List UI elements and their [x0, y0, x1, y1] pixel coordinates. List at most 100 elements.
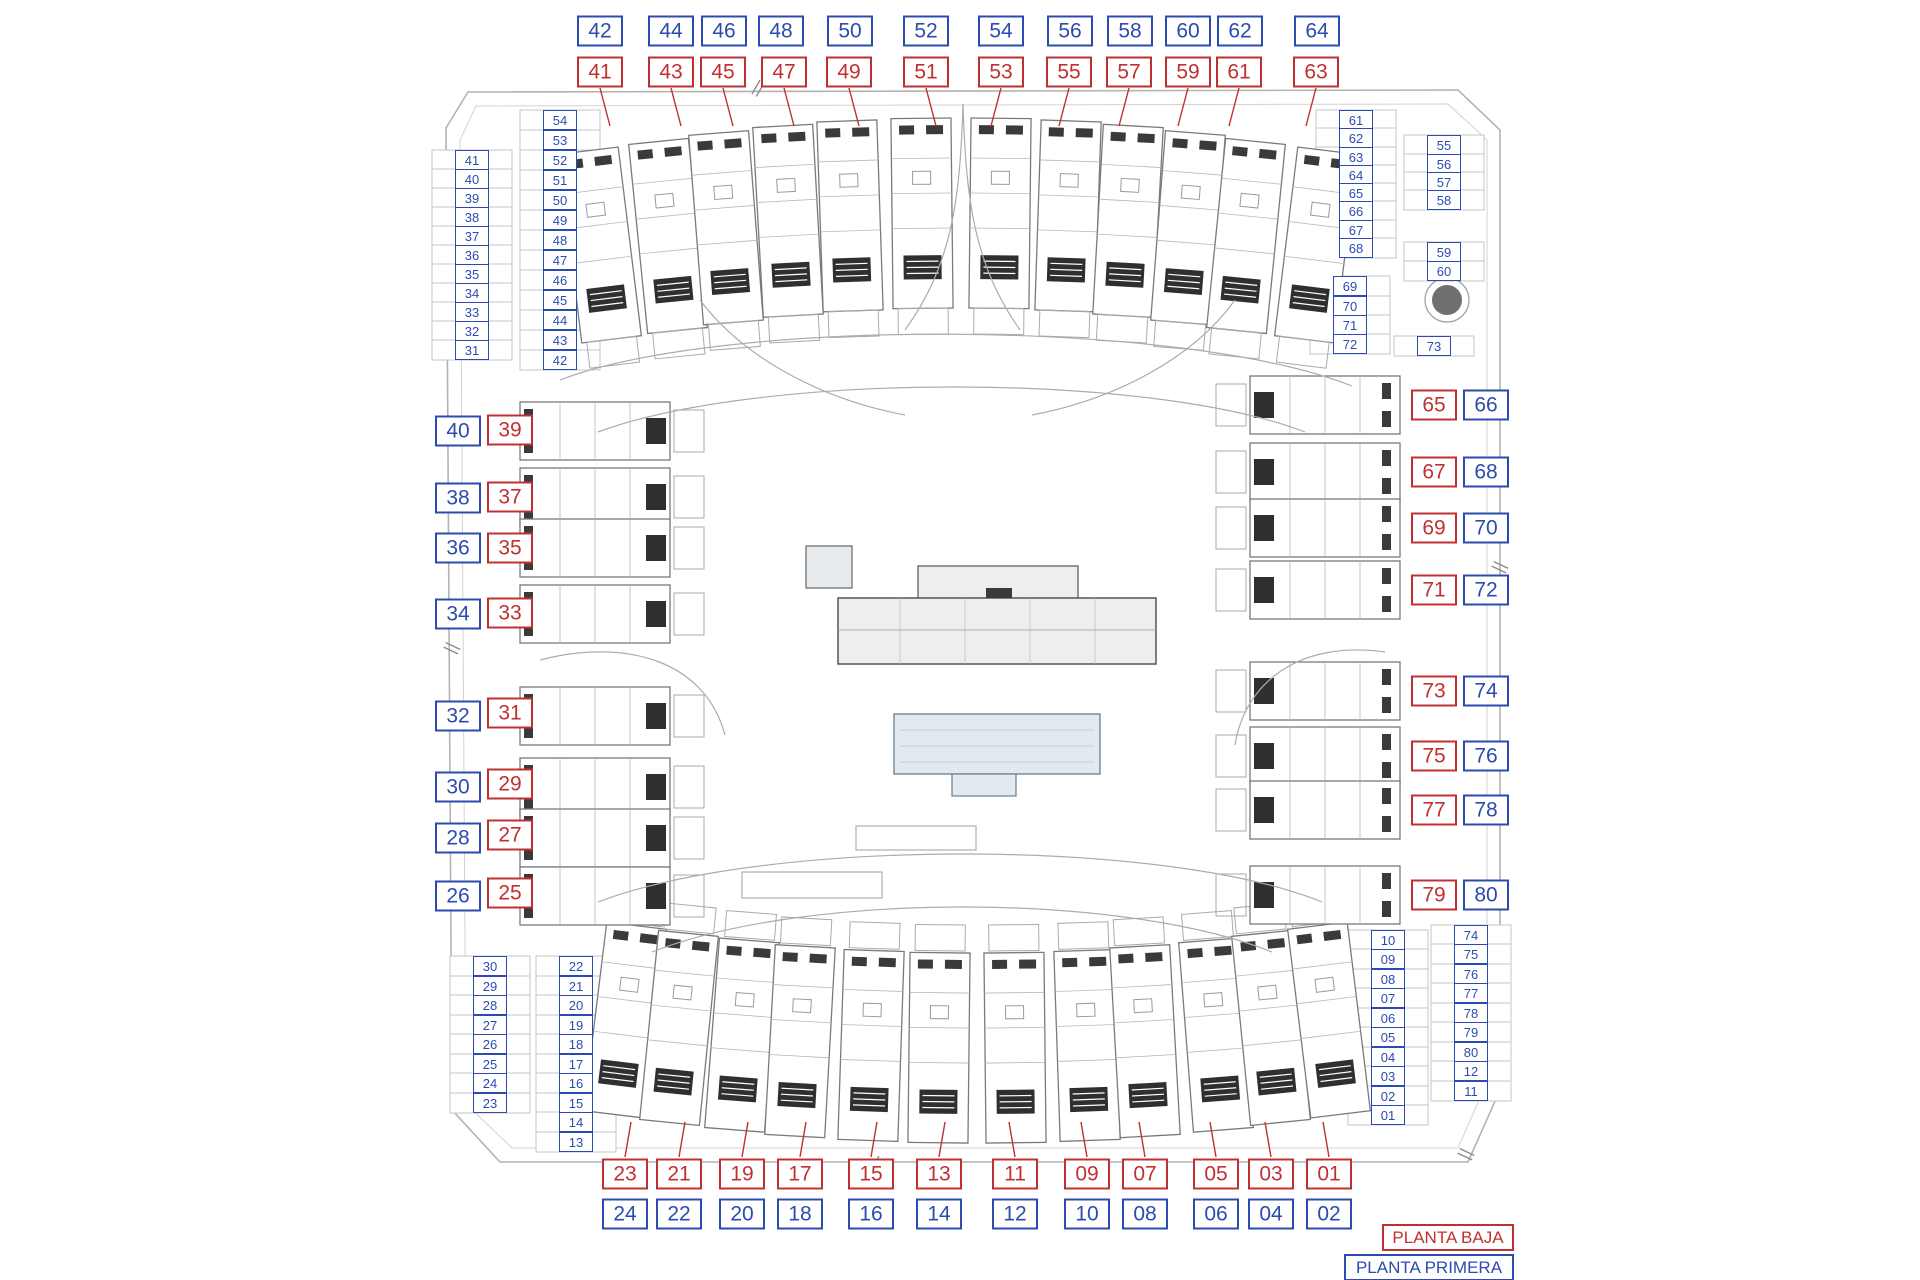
unit-marker-33[interactable]: 33: [487, 597, 533, 629]
unit-marker-36[interactable]: 36: [435, 532, 481, 564]
unit-marker-19[interactable]: 19: [719, 1158, 765, 1190]
unit-marker-31[interactable]: 31: [487, 697, 533, 729]
unit-marker-75[interactable]: 75: [1411, 740, 1457, 772]
unit-marker-74[interactable]: 74: [1463, 675, 1509, 707]
unit-marker-52[interactable]: 52: [903, 15, 949, 47]
unit-marker-45[interactable]: 45: [700, 56, 746, 88]
parking-space-57: 57: [1427, 172, 1461, 192]
unit-marker-18[interactable]: 18: [777, 1198, 823, 1230]
unit-marker-05[interactable]: 05: [1193, 1158, 1239, 1190]
unit-marker-59[interactable]: 59: [1165, 56, 1211, 88]
unit-marker-57[interactable]: 57: [1106, 56, 1152, 88]
unit-marker-37[interactable]: 37: [487, 481, 533, 513]
building-unit: [983, 923, 1047, 1144]
unit-marker-10[interactable]: 10: [1064, 1198, 1110, 1230]
unit-marker-77[interactable]: 77: [1411, 794, 1457, 826]
unit-marker-68[interactable]: 68: [1463, 456, 1509, 488]
unit-marker-02[interactable]: 02: [1306, 1198, 1352, 1230]
unit-marker-20[interactable]: 20: [719, 1198, 765, 1230]
unit-marker-34[interactable]: 34: [435, 598, 481, 630]
building-unit: [1053, 921, 1121, 1143]
unit-marker-65[interactable]: 65: [1411, 389, 1457, 421]
unit-marker-56[interactable]: 56: [1047, 15, 1093, 47]
unit-marker-24[interactable]: 24: [602, 1198, 648, 1230]
parking-space-68: 68: [1339, 238, 1373, 258]
unit-marker-30[interactable]: 30: [435, 771, 481, 803]
unit-marker-47[interactable]: 47: [761, 56, 807, 88]
unit-marker-76[interactable]: 76: [1463, 740, 1509, 772]
unit-marker-58[interactable]: 58: [1107, 15, 1153, 47]
unit-marker-01[interactable]: 01: [1306, 1158, 1352, 1190]
building-unit: [1092, 123, 1164, 344]
parking-space-20: 20: [559, 995, 593, 1015]
unit-marker-49[interactable]: 49: [826, 56, 872, 88]
unit-marker-38[interactable]: 38: [435, 482, 481, 514]
legend-planta-primera: PLANTA PRIMERA: [1344, 1254, 1514, 1280]
unit-marker-25[interactable]: 25: [487, 877, 533, 909]
unit-marker-28[interactable]: 28: [435, 822, 481, 854]
unit-marker-48[interactable]: 48: [758, 15, 804, 47]
unit-marker-80[interactable]: 80: [1463, 879, 1509, 911]
unit-marker-44[interactable]: 44: [648, 15, 694, 47]
unit-marker-39[interactable]: 39: [487, 414, 533, 446]
unit-marker-15[interactable]: 15: [848, 1158, 894, 1190]
parking-space-29: 29: [473, 976, 507, 996]
unit-marker-06[interactable]: 06: [1193, 1198, 1239, 1230]
unit-marker-78[interactable]: 78: [1463, 794, 1509, 826]
unit-marker-29[interactable]: 29: [487, 768, 533, 800]
unit-marker-26[interactable]: 26: [435, 880, 481, 912]
unit-marker-41[interactable]: 41: [577, 56, 623, 88]
unit-marker-46[interactable]: 46: [701, 15, 747, 47]
unit-marker-66[interactable]: 66: [1463, 389, 1509, 421]
unit-marker-14[interactable]: 14: [916, 1198, 962, 1230]
parking-space-62: 62: [1339, 128, 1373, 148]
unit-marker-69[interactable]: 69: [1411, 512, 1457, 544]
unit-marker-21[interactable]: 21: [656, 1158, 702, 1190]
unit-marker-32[interactable]: 32: [435, 700, 481, 732]
unit-marker-72[interactable]: 72: [1463, 574, 1509, 606]
unit-marker-43[interactable]: 43: [648, 56, 694, 88]
unit-marker-08[interactable]: 08: [1122, 1198, 1168, 1230]
unit-marker-12[interactable]: 12: [992, 1198, 1038, 1230]
unit-marker-67[interactable]: 67: [1411, 456, 1457, 488]
unit-marker-51[interactable]: 51: [903, 56, 949, 88]
unit-marker-23[interactable]: 23: [602, 1158, 648, 1190]
parking-space-49: 49: [543, 210, 577, 230]
unit-marker-07[interactable]: 07: [1122, 1158, 1168, 1190]
unit-marker-53[interactable]: 53: [978, 56, 1024, 88]
unit-marker-79[interactable]: 79: [1411, 879, 1457, 911]
parking-space-25: 25: [473, 1054, 507, 1074]
parking-space-71: 71: [1333, 315, 1367, 335]
unit-marker-22[interactable]: 22: [656, 1198, 702, 1230]
unit-marker-09[interactable]: 09: [1064, 1158, 1110, 1190]
unit-marker-55[interactable]: 55: [1046, 56, 1092, 88]
unit-marker-03[interactable]: 03: [1248, 1158, 1294, 1190]
unit-marker-64[interactable]: 64: [1294, 15, 1340, 47]
unit-marker-35[interactable]: 35: [487, 532, 533, 564]
unit-marker-61[interactable]: 61: [1216, 56, 1262, 88]
parking-space-64: 64: [1339, 165, 1373, 185]
parking-space-22: 22: [559, 956, 593, 976]
unit-marker-63[interactable]: 63: [1293, 56, 1339, 88]
building-unit: [1215, 780, 1401, 840]
parking-space-72: 72: [1333, 334, 1367, 354]
unit-marker-17[interactable]: 17: [777, 1158, 823, 1190]
unit-marker-27[interactable]: 27: [487, 819, 533, 851]
unit-marker-70[interactable]: 70: [1463, 512, 1509, 544]
unit-marker-73[interactable]: 73: [1411, 675, 1457, 707]
parking-space-65: 65: [1339, 183, 1373, 203]
unit-marker-71[interactable]: 71: [1411, 574, 1457, 606]
unit-marker-16[interactable]: 16: [848, 1198, 894, 1230]
unit-marker-54[interactable]: 54: [978, 15, 1024, 47]
unit-marker-60[interactable]: 60: [1165, 15, 1211, 47]
unit-marker-40[interactable]: 40: [435, 415, 481, 447]
unit-marker-04[interactable]: 04: [1248, 1198, 1294, 1230]
unit-marker-13[interactable]: 13: [916, 1158, 962, 1190]
unit-marker-50[interactable]: 50: [827, 15, 873, 47]
building-unit: [890, 117, 954, 336]
parking-space-70: 70: [1333, 296, 1367, 316]
unit-marker-62[interactable]: 62: [1217, 15, 1263, 47]
unit-marker-11[interactable]: 11: [992, 1158, 1038, 1190]
unit-marker-42[interactable]: 42: [577, 15, 623, 47]
parking-space-75: 75: [1454, 944, 1488, 964]
